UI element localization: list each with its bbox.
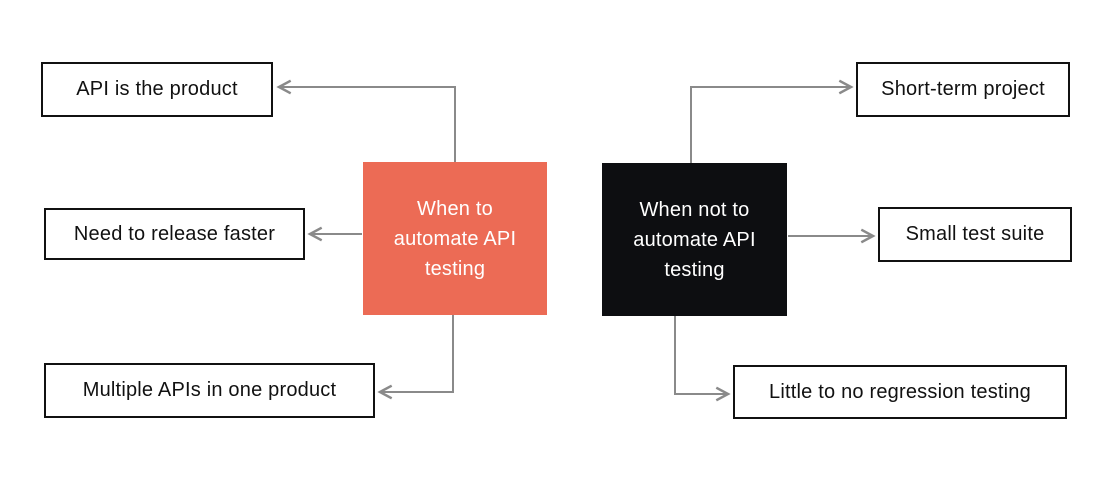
- connector-when-not-to-short-term: [690, 79, 854, 164]
- node-small-test-suite: Small test suite: [878, 207, 1072, 262]
- hub-when-to-automate-label: When to automate API testing: [393, 197, 517, 280]
- node-multiple-apis-in-one-product-label: Multiple APIs in one product: [82, 379, 337, 401]
- node-need-to-release-faster-label: Need to release faster: [73, 222, 276, 245]
- node-little-to-no-regression-testing: Little to no regression testing: [733, 365, 1067, 419]
- hub-when-to-automate: When to automate API testing: [363, 162, 547, 315]
- node-short-term-project-label: Short-term project: [881, 78, 1045, 100]
- hub-when-not-to-automate: When not to automate API testing: [602, 163, 787, 316]
- hub-when-not-to-automate-label: When not to automate API testing: [633, 198, 756, 281]
- node-little-to-no-regression-testing-label: Little to no regression testing: [769, 380, 1031, 403]
- node-short-term-project: Short-term project: [856, 62, 1070, 117]
- node-api-is-the-product-label: API is the product: [76, 78, 238, 100]
- connector-when-to-multiple-apis: [377, 314, 454, 400]
- connector-when-not-to-little-regression: [674, 315, 731, 402]
- node-multiple-apis-in-one-product: Multiple APIs in one product: [44, 363, 375, 418]
- connector-when-to-api-product: [276, 79, 456, 163]
- node-need-to-release-faster: Need to release faster: [44, 208, 305, 260]
- node-small-test-suite-label: Small test suite: [905, 223, 1045, 245]
- node-api-is-the-product: API is the product: [41, 62, 273, 117]
